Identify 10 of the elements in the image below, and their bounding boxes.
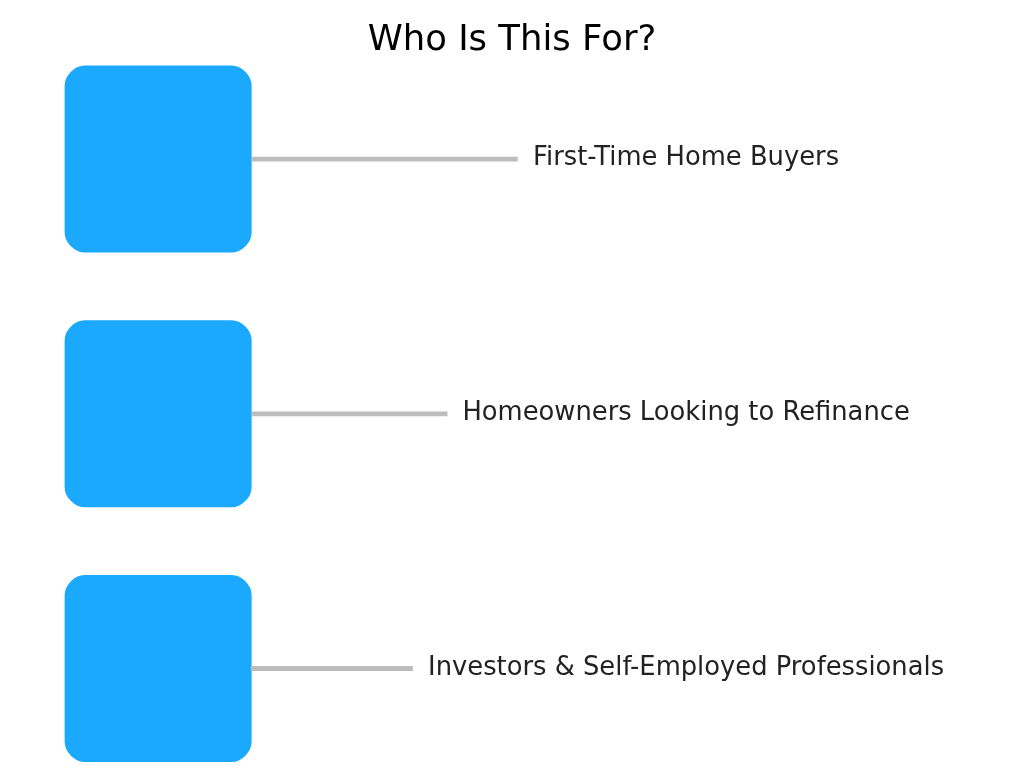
node-box [64,575,252,762]
node-box [64,65,252,253]
node-box [64,320,252,508]
diagram-title: Who Is This For? [367,16,657,58]
node-text: Homeowners Looking to Refinance [462,395,910,426]
connector [250,666,413,671]
node-text: Investors & Self-Employed Professionals [428,650,945,681]
connector [251,156,518,162]
node-text: First-Time Home Buyers [533,141,840,172]
connector [251,411,448,417]
